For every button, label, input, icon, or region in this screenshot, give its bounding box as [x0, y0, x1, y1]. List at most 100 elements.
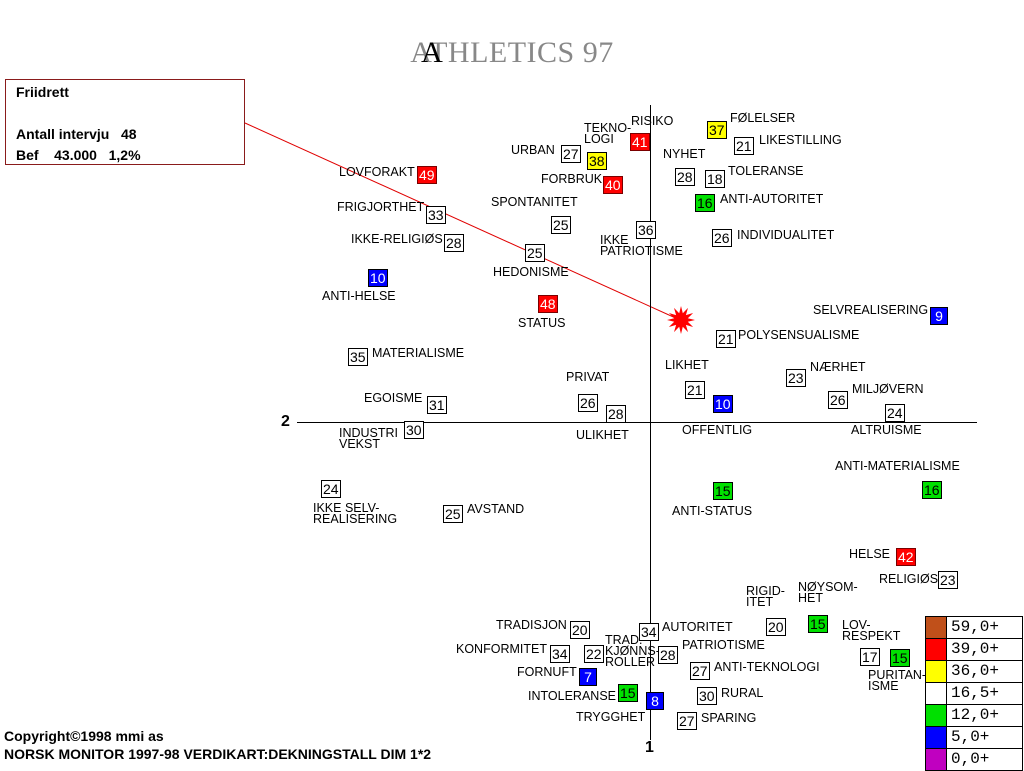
value-label: SPONTANITET [491, 195, 578, 209]
value-box: 21 [734, 137, 754, 155]
value-label: NØYSOM- HET [798, 580, 858, 605]
axis-label-2: 2 [281, 413, 290, 430]
legend-row: 59,0+ [925, 616, 1023, 639]
legend-swatch [925, 661, 947, 682]
value-label: MILJØVERN [852, 382, 924, 396]
value-box: 49 [417, 166, 437, 184]
pointer-line [244, 122, 681, 321]
value-box: 27 [561, 145, 581, 163]
legend-swatch [925, 617, 947, 638]
value-box: 41 [630, 133, 650, 151]
value-box: 10 [368, 269, 388, 287]
value-box: 34 [550, 645, 570, 663]
chart-title: ATHLETICS 97 [410, 36, 614, 69]
value-label: MATERIALISME [372, 346, 465, 360]
value-box: 21 [685, 381, 705, 399]
value-label: KONFORMITET [456, 642, 547, 656]
value-label: ANTI-STATUS [672, 504, 753, 518]
value-box: 24 [321, 480, 341, 498]
value-label: FORNUFT [517, 665, 577, 679]
legend-row: 36,0+ [925, 661, 1023, 683]
value-label: AVSTAND [467, 502, 525, 516]
value-label: RISIKO [631, 114, 674, 128]
value-label: SELVREALISERING [813, 303, 929, 317]
value-label: RIGID- ITET [746, 584, 785, 609]
legend-value: 5,0+ [947, 727, 1023, 748]
value-label: AUTORITET [662, 620, 733, 634]
value-box: 25 [525, 244, 545, 262]
value-box: 25 [443, 505, 463, 523]
legend: 59,0+ 39,0+ 36,0+ 16,5+ 12,0+ 5,0+ 0,0+ [925, 616, 1023, 771]
value-box: 15 [618, 684, 638, 702]
value-box: 26 [712, 229, 732, 247]
value-label: LOV- RESPEKT [842, 618, 901, 643]
value-box: 36 [636, 221, 656, 239]
value-box: 34 [639, 623, 659, 641]
value-label: PRIVAT [566, 370, 610, 384]
value-label: IKKE-RELIGIØS [351, 232, 443, 246]
value-box: 15 [890, 649, 910, 667]
value-label: SPARING [701, 711, 757, 725]
info-box: Friidrett Antall intervju 48 Bef 43.000 … [5, 79, 245, 165]
value-box: 42 [896, 548, 916, 566]
value-label: TRYGGHET [576, 710, 646, 724]
value-box: 24 [885, 404, 905, 422]
value-label: FØLELSER [730, 111, 796, 125]
legend-value: 12,0+ [947, 705, 1023, 726]
value-box: 28 [606, 405, 626, 423]
value-box: 17 [860, 648, 880, 666]
value-label: PURITAN- ISME [868, 668, 927, 693]
value-label: NYHET [663, 147, 706, 161]
value-label: TRADISJON [496, 618, 567, 632]
value-label: ANTI-AUTORITET [720, 192, 824, 206]
value-label: ANTI-TEKNOLOGI [714, 660, 820, 674]
value-box: 26 [578, 394, 598, 412]
value-box: 9 [930, 307, 948, 325]
value-label: INDIVIDUALITET [737, 228, 835, 242]
copyright: Copyright©1998 mmi as [4, 728, 164, 744]
value-box: 48 [538, 295, 558, 313]
value-box: 30 [404, 421, 424, 439]
value-box: 8 [646, 692, 664, 710]
value-label: FORBRUK [541, 172, 603, 186]
value-box: 28 [658, 646, 678, 664]
value-label: ANTI-MATERIALISME [835, 459, 960, 473]
value-label: IKKE PATRIOTISME [600, 233, 683, 258]
value-box: 23 [786, 369, 806, 387]
value-label: ANTI-HELSE [322, 289, 396, 303]
value-box: 21 [716, 330, 736, 348]
value-label: ALTRUISME [851, 423, 922, 437]
legend-swatch [925, 727, 947, 748]
value-label: PATRIOTISME [682, 638, 765, 652]
horizontal-axis [297, 422, 977, 423]
legend-swatch [925, 683, 947, 704]
value-label: EGOISME [364, 391, 423, 405]
legend-value: 59,0+ [947, 617, 1023, 638]
legend-row: 5,0+ [925, 727, 1023, 749]
info-segment: Friidrett [16, 84, 69, 100]
value-box: 27 [690, 662, 710, 680]
value-box: 38 [587, 152, 607, 170]
legend-row: 12,0+ [925, 705, 1023, 727]
value-label: LOVFORAKT [339, 165, 415, 179]
value-box: 28 [444, 234, 464, 252]
value-box: 31 [427, 396, 447, 414]
value-label: HEDONISME [493, 265, 569, 279]
value-label: POLYSENSUALISME [738, 328, 860, 342]
value-box: 28 [675, 168, 695, 186]
value-box: 33 [426, 206, 446, 224]
star-burst-icon [667, 306, 695, 334]
legend-value: 36,0+ [947, 661, 1023, 682]
legend-row: 16,5+ [925, 683, 1023, 705]
info-population: Bef 43.000 1,2% [16, 147, 141, 163]
value-label: TOLERANSE [728, 164, 804, 178]
value-box: 18 [705, 170, 725, 188]
value-box: 30 [697, 687, 717, 705]
value-box: 26 [828, 391, 848, 409]
value-label: TEKNO- LOGI [584, 121, 632, 146]
value-label: RELIGIØS [879, 572, 939, 586]
value-label: ULIKHET [576, 428, 629, 442]
vertical-axis [650, 105, 651, 740]
axis-label-1: 1 [645, 739, 654, 756]
